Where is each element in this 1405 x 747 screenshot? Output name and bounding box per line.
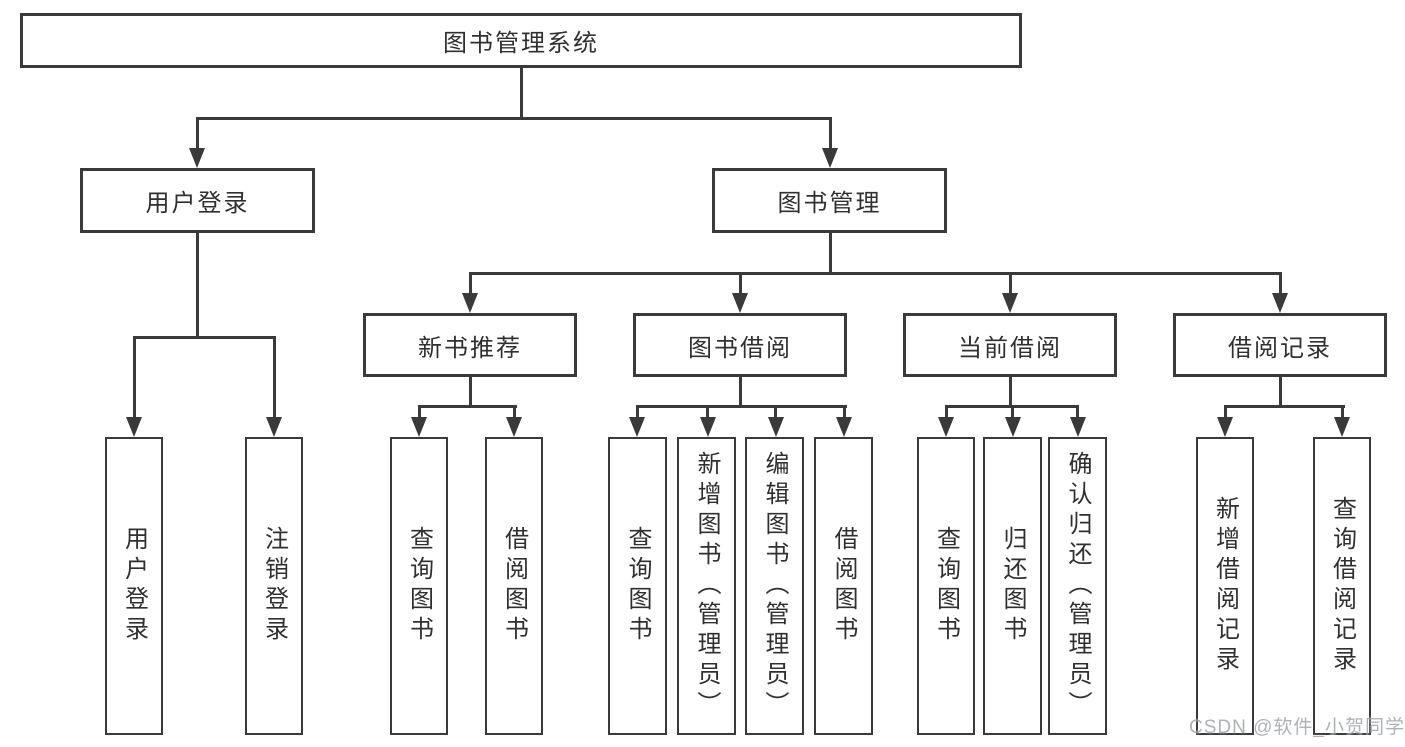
connector-line <box>1223 406 1227 419</box>
leaf-edit-books-admin: 编辑图书（管理员） <box>745 437 804 735</box>
connector-line <box>774 406 777 419</box>
leaf-label: 查询图书 <box>624 526 651 646</box>
node-label: 图书借阅 <box>688 334 792 362</box>
node-library-management-system: 图书管理系统 <box>20 13 1022 68</box>
arrowhead-down-icon <box>1272 293 1288 313</box>
node-label: 用户登录 <box>145 190 250 217</box>
leaf-query-books: 查询图书 <box>608 437 667 735</box>
arrowhead-down-icon <box>189 148 205 168</box>
connector-line <box>519 68 523 118</box>
leaf-label: 查询借阅记录 <box>1328 496 1356 676</box>
connector-line <box>132 335 276 339</box>
arrowhead-down-icon <box>699 417 716 437</box>
leaf-label: 查询图书 <box>405 526 433 646</box>
csdn-watermark: CSDN @软件_小贺同学 <box>1189 717 1405 738</box>
node-book-management: 图书管理 <box>712 168 947 233</box>
arrowhead-down-icon <box>506 417 522 437</box>
connector-line <box>195 233 199 337</box>
arrowhead-down-icon <box>1069 417 1086 437</box>
node-label: 借阅记录 <box>1228 334 1332 362</box>
connector-line <box>1008 273 1012 295</box>
arrowhead-down-icon <box>822 148 838 168</box>
leaf-user-login: 用户登录 <box>105 437 163 735</box>
leaf-label: 用户登录 <box>120 526 148 646</box>
connector-line <box>132 337 136 419</box>
arrowhead-down-icon <box>411 417 427 437</box>
connector-line <box>635 406 639 419</box>
arrowhead-down-icon <box>629 417 645 437</box>
connector-line <box>272 337 276 419</box>
connector-line <box>468 377 472 406</box>
leaf-confirm-return-admin: 确认归还（管理员） <box>1048 437 1107 735</box>
arrowhead-down-icon <box>938 417 954 437</box>
connector-line <box>828 233 832 273</box>
leaf-label: 借阅图书 <box>500 526 528 646</box>
connector-line <box>1278 273 1282 295</box>
connector-line <box>195 118 199 152</box>
connector-line <box>1223 404 1345 408</box>
leaf-label: 新增图书（管理员） <box>693 451 720 721</box>
leaf-add-borrow-record: 新增借阅记录 <box>1196 437 1254 735</box>
node-current-borrow: 当前借阅 <box>903 313 1117 377</box>
connector-line <box>738 273 742 295</box>
arrowhead-down-icon <box>1002 293 1018 313</box>
leaf-label: 新增借阅记录 <box>1211 496 1239 676</box>
connector-line <box>706 406 709 419</box>
connector-line <box>1008 377 1012 406</box>
node-label: 图书管理系统 <box>443 30 599 57</box>
connector-line <box>1011 406 1014 419</box>
leaf-label: 查询图书 <box>932 526 960 646</box>
connector-line <box>1278 377 1282 406</box>
connector-line <box>1076 406 1079 419</box>
leaf-logout: 注销登录 <box>245 437 303 735</box>
connector-line <box>842 406 846 419</box>
connector-line <box>468 273 472 295</box>
node-label: 图书管理 <box>777 190 882 217</box>
node-book-borrow: 图书借阅 <box>633 313 847 377</box>
node-user-login: 用户登录 <box>80 168 315 233</box>
leaf-label: 确认归还（管理员） <box>1064 451 1091 721</box>
arrowhead-down-icon <box>836 417 852 437</box>
leaf-return-books: 归还图书 <box>983 437 1042 735</box>
connector-line <box>828 118 832 152</box>
arrowhead-down-icon <box>126 417 142 437</box>
leaf-label: 注销登录 <box>260 526 288 646</box>
leaf-label: 编辑图书（管理员） <box>761 451 788 721</box>
connector-line <box>195 116 832 120</box>
connector-line <box>738 377 742 406</box>
connector-line <box>512 406 516 419</box>
node-label: 当前借阅 <box>958 334 1062 362</box>
node-borrow-records: 借阅记录 <box>1173 313 1387 377</box>
node-label: 新书推荐 <box>418 334 522 362</box>
leaf-query-books: 查询图书 <box>390 437 448 735</box>
leaf-query-borrow-record: 查询借阅记录 <box>1313 437 1371 735</box>
arrowhead-down-icon <box>1217 417 1233 437</box>
leaf-borrow-books: 借阅图书 <box>485 437 543 735</box>
leaf-label: 归还图书 <box>999 526 1026 646</box>
leaf-query-books: 查询图书 <box>917 437 975 735</box>
connector-line <box>635 404 847 408</box>
arrowhead-down-icon <box>767 417 784 437</box>
arrowhead-down-icon <box>732 293 748 313</box>
node-new-book-recommend: 新书推荐 <box>363 313 577 377</box>
arrowhead-down-icon <box>1334 417 1350 437</box>
connector-line <box>1340 406 1344 419</box>
leaf-add-books-admin: 新增图书（管理员） <box>677 437 736 735</box>
connector-line <box>944 406 948 419</box>
leaf-borrow-books: 借阅图书 <box>814 437 873 735</box>
leaf-label: 借阅图书 <box>830 526 857 646</box>
arrowhead-down-icon <box>462 293 478 313</box>
connector-line <box>468 271 1282 275</box>
connector-line <box>417 406 421 419</box>
arrowhead-down-icon <box>266 417 282 437</box>
arrowhead-down-icon <box>1004 417 1021 437</box>
connector-line <box>417 404 517 408</box>
